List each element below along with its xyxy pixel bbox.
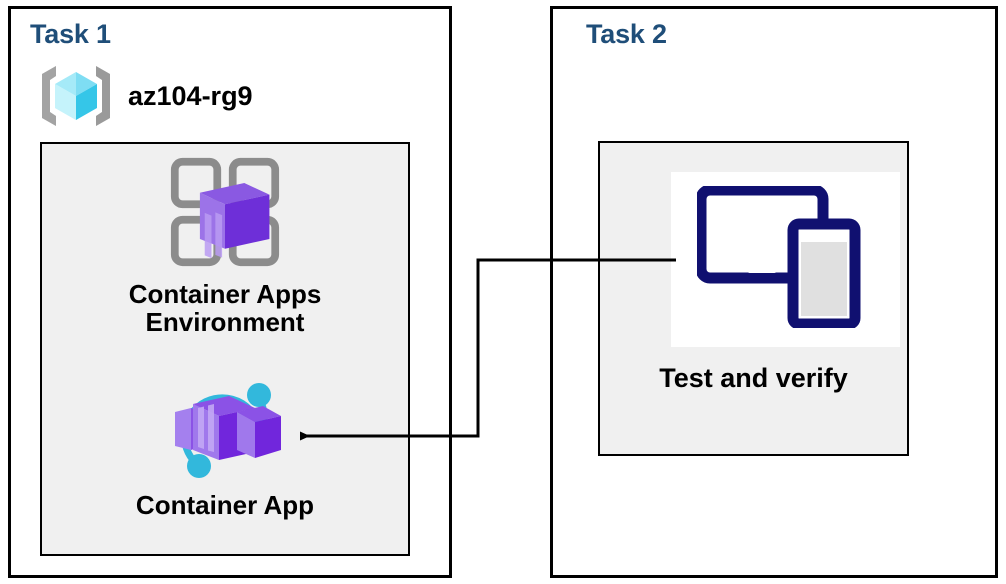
devices-tablet-phone-icon [695, 184, 875, 333]
container-apps-environment-block: Container Apps Environment [42, 156, 408, 336]
task-2-inner-panel: Test and verify [598, 141, 909, 456]
container-app-label: Container App [135, 490, 315, 520]
container-apps-environment-icon [169, 156, 281, 273]
container-app-icon-wrap [42, 372, 408, 487]
task-1-title: Task 1 [30, 19, 111, 49]
container-app-block: Container App [42, 372, 408, 519]
task-2-title: Task 2 [586, 19, 667, 49]
task-1-inner-panel: Container Apps Environment [40, 142, 410, 556]
test-and-verify-label: Test and verify [659, 363, 848, 393]
resource-group-icon [36, 60, 116, 132]
container-app-icon [163, 372, 287, 487]
resource-group-name: az104-rg9 [128, 80, 253, 111]
resource-group-row: az104-rg9 [36, 58, 366, 134]
container-apps-environment-icon-wrap [42, 156, 408, 273]
container-apps-environment-label: Container Apps Environment [128, 279, 322, 338]
test-and-verify-card [671, 172, 900, 347]
